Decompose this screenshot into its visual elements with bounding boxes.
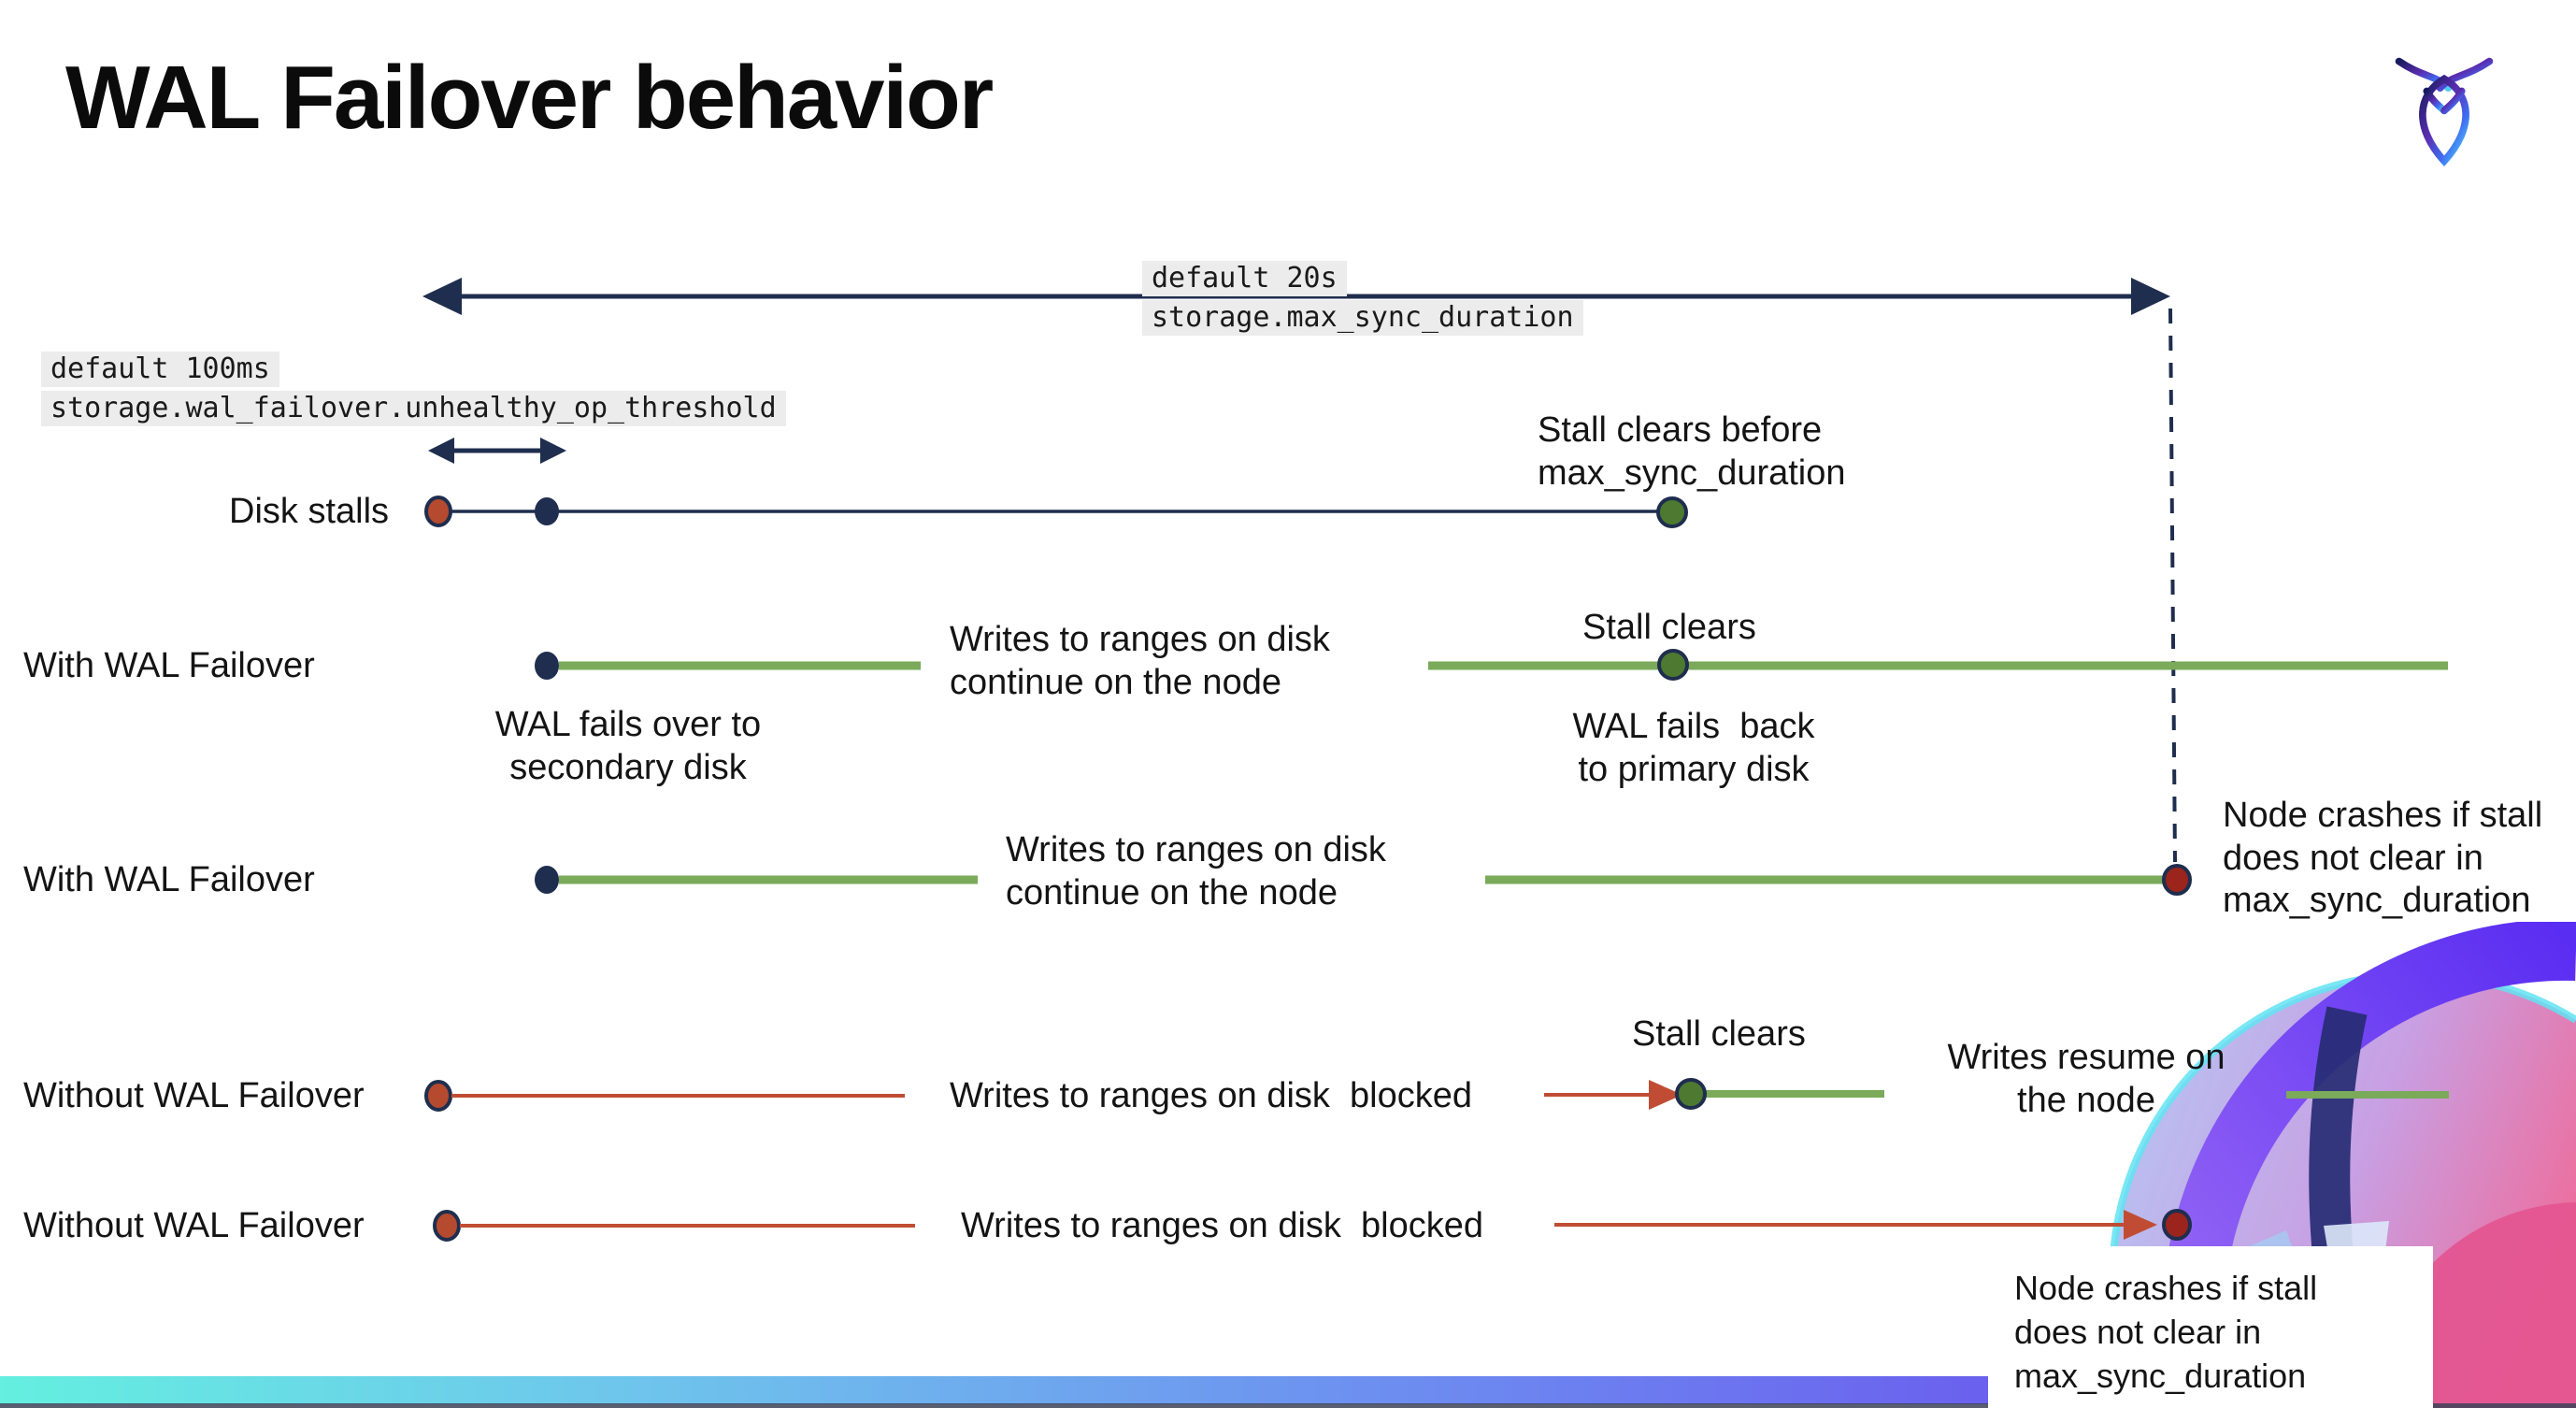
row-label-with-wal-failover-1: With WAL Failover xyxy=(23,646,315,685)
crash-note: Node crashes if stall does not clear in … xyxy=(2014,1269,2318,1395)
writes-blocked-note-2: Writes to ranges on disk blocked xyxy=(961,1206,1484,1245)
threshold-setting-name: storage.wal_failover.unhealthy_op_thresh… xyxy=(41,391,786,426)
failover-note: WAL fails over to secondary disk xyxy=(494,705,762,788)
row-label-without-wal-failover-1: Without WAL Failover xyxy=(23,1076,365,1115)
stall-clears-label-1: Stall clears xyxy=(1582,608,1756,647)
max-sync-setting-name: storage.max_sync_duration xyxy=(1142,300,1583,336)
crash-note-inline: Node crashes if stall does not clear in … xyxy=(2223,796,2543,921)
writes-blocked-note-1: Writes to ranges on disk blocked xyxy=(950,1076,1473,1115)
threshold-default-label: default 100ms xyxy=(41,352,279,387)
writes-resume-note: Writes resume on the node xyxy=(1947,1038,2225,1121)
row-label-disk-stalls: Disk stalls xyxy=(229,492,390,531)
logo-vein-left xyxy=(2423,87,2448,115)
row-label-with-wal-failover-2: With WAL Failover xyxy=(23,860,315,899)
row-label-without-wal-failover-2: Without WAL Failover xyxy=(23,1206,365,1245)
logo-antenna-right xyxy=(2436,57,2494,93)
stall-clears-before-note: Stall clears before max_sync_duration xyxy=(1538,410,1846,494)
failback-note: WAL fails back to primary disk xyxy=(1572,707,1815,790)
writes-continue-note-2: Writes to ranges on disk continue on the… xyxy=(1006,830,1386,913)
max-sync-default-label: default 20s xyxy=(1142,261,1347,296)
stall-clears-label-2: Stall clears xyxy=(1632,1014,1806,1054)
logo-vein-right xyxy=(2440,87,2466,115)
writes-continue-note-1: Writes to ranges on disk continue on the… xyxy=(950,620,1330,703)
crash-callout-box: Node crashes if stall does not clear in … xyxy=(1988,1246,2433,1408)
cockroachdb-logo-icon xyxy=(2395,57,2494,167)
bottom-edge-strip xyxy=(0,1403,2576,1408)
page-title: WAL Failover behavior xyxy=(65,48,994,148)
